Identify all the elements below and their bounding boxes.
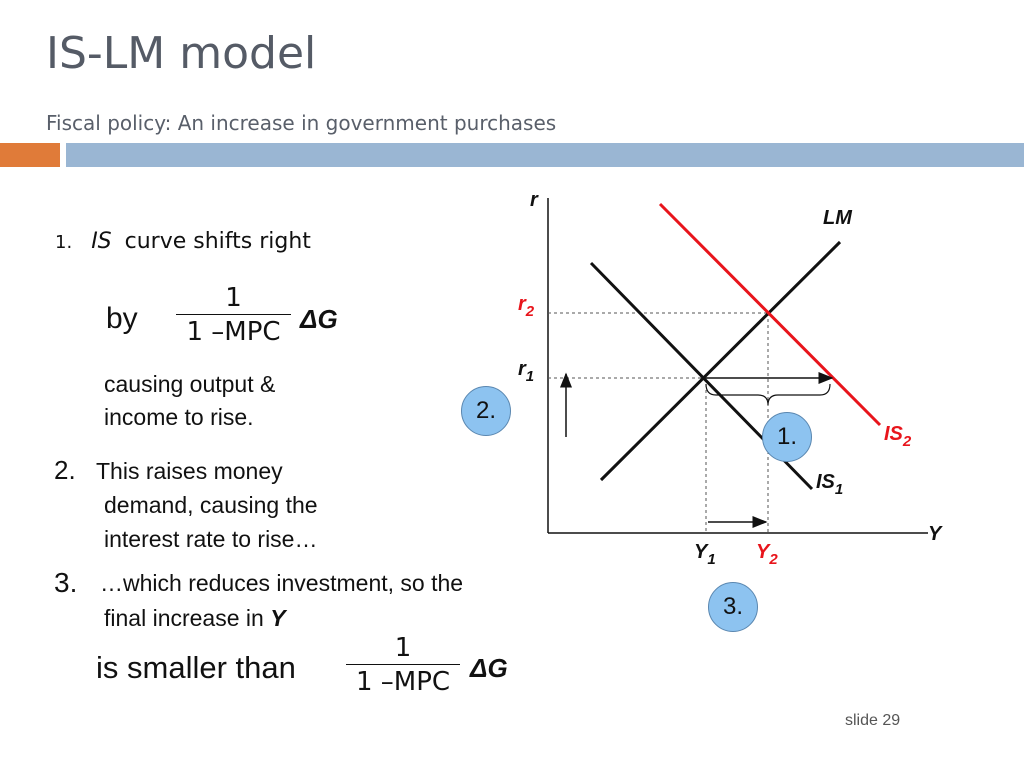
point-2-number: 2.	[54, 455, 76, 485]
r2-label-main: r	[518, 293, 527, 315]
r1-label-sub: 1	[526, 368, 534, 385]
accent-bar-blue	[66, 143, 1024, 167]
step-2-marker: 2.	[461, 386, 511, 436]
causing-line-2: income to rise.	[104, 404, 254, 430]
point-2-line-2: demand, causing the	[104, 492, 318, 518]
point-3-number: 3.	[54, 567, 78, 598]
fraction-1-numerator: 1	[225, 283, 242, 313]
r2-label-sub: 2	[525, 303, 535, 320]
slide-subtitle: Fiscal policy: An increase in government…	[46, 111, 557, 135]
fraction-2-numerator: 1	[394, 633, 412, 663]
fraction-1-bar	[176, 314, 291, 315]
axis-r-label: r	[530, 189, 539, 211]
is1-label-sub: 1	[835, 481, 843, 498]
r1-label-main: r	[518, 358, 527, 380]
y2-label-sub: 2	[768, 551, 778, 568]
point-3-line-2-text: final increase in	[104, 605, 264, 631]
slide-title: IS-LM model	[46, 28, 317, 79]
fraction-1-denominator: 1 –MPC	[186, 317, 281, 347]
y1-label-sub: 1	[707, 551, 715, 568]
axis-y-label: Y	[928, 523, 943, 545]
y1-label: Y1	[694, 541, 716, 568]
y2-label: Y2	[756, 541, 778, 568]
r1-label: r1	[518, 358, 534, 385]
point-1-is: IS	[91, 229, 112, 254]
shift-brace	[705, 383, 831, 406]
point-3-y: Y	[270, 605, 286, 631]
is2-label: IS2	[884, 423, 912, 450]
step-1-marker: 1.	[762, 412, 812, 462]
is1-label: IS1	[816, 471, 843, 498]
is1-label-main: IS	[816, 471, 836, 493]
point-2-line-3: interest rate to rise…	[104, 526, 318, 552]
accent-bar-orange	[0, 143, 60, 167]
is2-label-main: IS	[884, 423, 904, 445]
y2-label-main: Y	[756, 541, 771, 563]
point-2-line-1: This raises money	[96, 458, 283, 484]
by-label: by	[106, 302, 138, 335]
is2-curve	[658, 202, 882, 427]
causing-line-1: causing output &	[104, 371, 276, 397]
is2-label-sub: 2	[902, 433, 912, 450]
multiplier-fraction-2: 1 1 –MPC	[346, 632, 460, 699]
point-1: 1. IS curve shifts right	[55, 229, 311, 254]
step-3-marker: 3.	[708, 582, 758, 632]
point-3-line-2: final increase in Y	[104, 605, 286, 632]
fraction-2-bar	[346, 664, 460, 665]
y1-label-main: Y	[694, 541, 709, 563]
fraction-2-denominator: 1 –MPC	[355, 667, 451, 697]
lm-label: LM	[823, 207, 853, 229]
delta-g-2: ΔG	[470, 653, 508, 683]
point-1-text: curve shifts right	[124, 229, 311, 254]
delta-g-1: ΔG	[300, 304, 338, 334]
multiplier-fraction-1: 1 1 –MPC	[176, 282, 291, 349]
r2-label: r2	[518, 293, 535, 320]
point-3-line-1: …which reduces investment, so the	[100, 570, 464, 596]
point-1-number: 1.	[55, 232, 73, 253]
slide-number: slide 29	[845, 712, 901, 729]
lm-curve	[599, 240, 842, 482]
smaller-than-label: is smaller than	[96, 650, 296, 685]
